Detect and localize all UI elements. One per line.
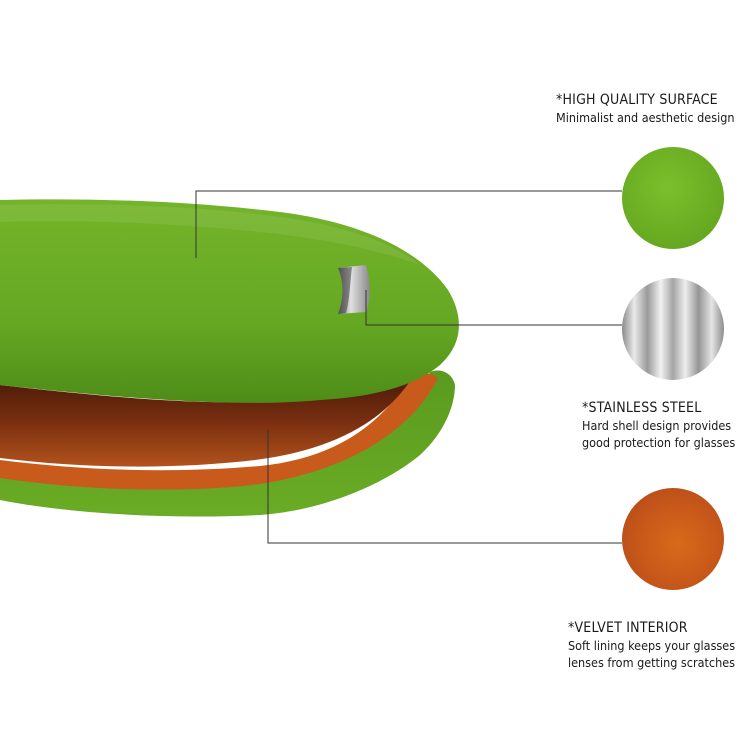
feature-velvet: *VELVET INTERIOR Soft lining keeps your … (568, 620, 735, 671)
callout-line-velvet (267, 430, 622, 544)
callout-line-steel (365, 290, 622, 326)
feature-description-line-2: good protection for glasses (582, 435, 736, 450)
feature-title: *STAINLESS STEEL (582, 400, 702, 416)
green-surface-swatch (622, 147, 724, 249)
velvet-lining (0, 373, 438, 490)
feature-steel: *STAINLESS STEEL Hard shell design provi… (582, 400, 735, 451)
case-base (0, 370, 455, 517)
feature-title: *VELVET INTERIOR (568, 620, 688, 636)
steel-hinge-shadow (338, 267, 352, 314)
feature-description-line-2: lenses from getting scratches (568, 655, 735, 670)
orange-velvet-swatch (622, 488, 724, 590)
feature-description: Minimalist and aesthetic design (556, 110, 735, 125)
feature-description-line-1: Soft lining keeps your glasses (568, 638, 736, 653)
brushed-steel-swatch (622, 278, 724, 380)
callout-line-surface (195, 190, 622, 258)
feature-surface: *HIGH QUALITY SURFACE Minimalist and aes… (556, 92, 734, 126)
feature-description-line-1: Hard shell design provides (582, 418, 732, 433)
lid-highlight (0, 204, 420, 265)
feature-title: *HIGH QUALITY SURFACE (556, 92, 718, 108)
case-lid (0, 199, 459, 403)
